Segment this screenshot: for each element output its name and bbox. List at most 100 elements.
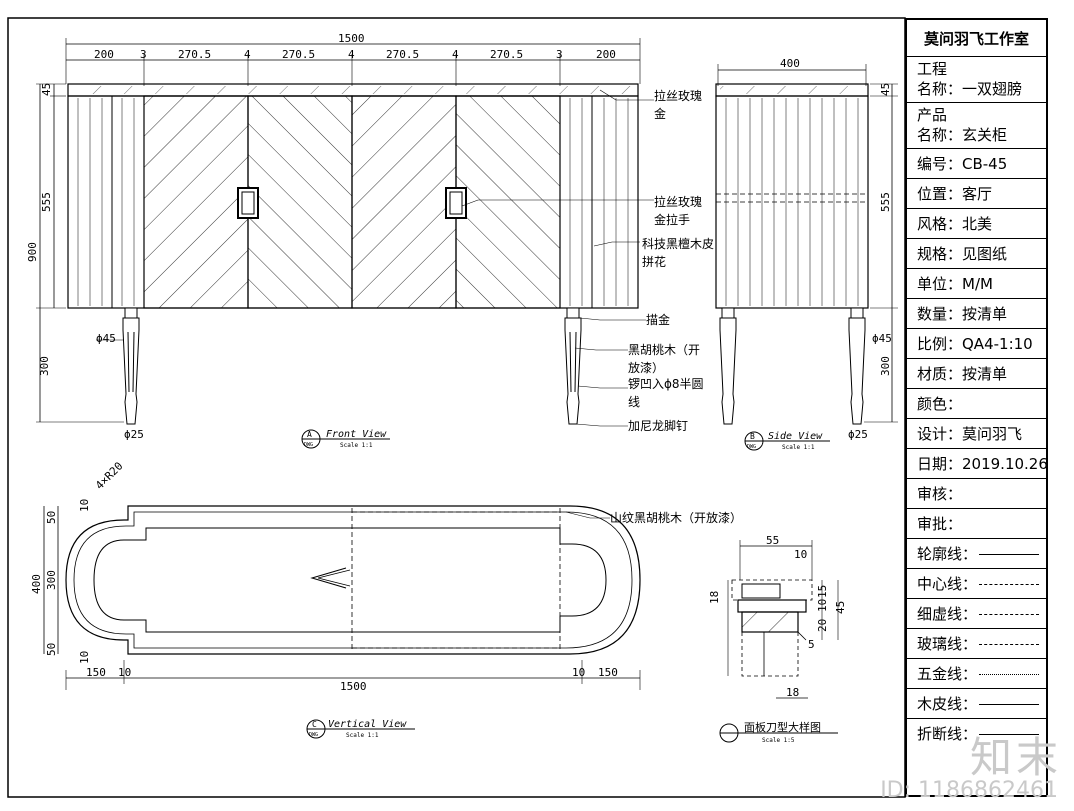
dim-plan-300: 300 [45,570,58,590]
dim-detail-18a: 18 [708,591,721,604]
note-plan-edge: 山纹黑胡桃木（开放漆） [610,510,742,525]
note-groove-2: 线 [628,395,640,409]
dim-front-200: 200 [94,48,114,61]
note-nail: 加尼龙脚钉 [628,418,688,433]
note-handle-2: 金拉手 [654,212,690,227]
watermark-id: ID: 1186862461 [880,778,1058,803]
dim-side-width: 400 [780,57,800,70]
tb-qty: 数量：按清单 [907,298,1046,328]
dim-front-200b: 200 [596,48,616,61]
dim-front-3b: 3 [556,48,563,61]
tb-legend-hardware-label: 五金线： [917,665,977,683]
tb-style: 风格：北美 [907,208,1046,238]
dim-detail-55: 55 [766,534,779,547]
tb-studio: 莫问羽飞工作室 [907,24,1046,54]
side-label-scale: Scale 1:1 [782,444,815,451]
side-label-letter: B [750,432,755,441]
front-label-letter: A [307,430,312,439]
tb-project-1: 工程 [917,59,1046,79]
tb-legend-hidden-label: 细虚线： [917,605,977,623]
dim-front-h555: 555 [40,192,53,212]
dim-plan-total: 1500 [340,680,367,693]
front-label-title: Front View [326,429,387,440]
side-label-sheet: DWG [747,444,756,450]
tb-legend-outline: 轮廓线： [907,538,1046,568]
tb-approve: 审批： [907,508,1046,538]
tb-legend-glass-label: 玻璃线： [917,635,977,653]
dim-front-b: 270.5 [282,48,315,61]
dim-plan-10b-v: 10 [78,651,91,664]
dim-side-h45: 45 [879,83,892,96]
tb-spec: 规格：见图纸 [907,238,1046,268]
tb-designer: 设计：莫问羽飞 [907,418,1046,448]
dim-front-3: 3 [140,48,147,61]
plan-label-title: Vertical View [328,719,407,730]
tb-legend-hardware: 五金线： [907,658,1046,688]
tb-legend-center-label: 中心线： [917,575,977,593]
tb-legend-veneer: 木皮线： [907,688,1046,718]
dim-plan-10b: 10 [572,666,585,679]
tb-code: 编号：CB-45 [907,148,1046,178]
tb-legend-veneer-label: 木皮线： [917,695,977,713]
dim-front-h45: 45 [40,83,53,96]
note-top-trim-1: 拉丝玫瑰 [654,88,702,103]
detail-label-title: 面板刀型大样图 [744,720,821,734]
tb-legend-break-label: 折断线： [917,725,977,743]
front-view: 1500 200 3 270.5 4 270.5 4 270.5 4 270.5… [26,32,714,449]
tb-legend-hidden: 细虚线： [907,598,1046,628]
legend-center-line [979,584,1039,585]
dim-front-h300: 300 [38,356,51,376]
dim-side-leg-dia: ϕ45 [872,332,892,345]
note-veneer-1: 科技黑檀木皮 [642,236,714,251]
dim-side-h300: 300 [879,356,892,376]
dim-front-foot-dia: ϕ25 [124,428,144,441]
dim-front-a: 270.5 [178,48,211,61]
detail-label-scale: Scale 1:5 [762,737,795,744]
note-leg-1: 黑胡桃木（开 [628,342,700,357]
tb-legend-glass: 玻璃线： [907,628,1046,658]
dim-front-4a: 4 [244,48,251,61]
front-label-scale: Scale 1:1 [340,442,373,449]
note-veneer-2: 拼花 [642,254,666,269]
dim-plan-50a: 50 [45,511,58,524]
dim-front-leg-dia: ϕ45 [96,332,116,345]
tb-product-2: 名称：玄关柜 [917,125,1046,145]
dim-plan-radius: 4×R20 [93,460,126,493]
legend-hidden-line [979,614,1039,615]
dim-plan-150b: 150 [598,666,618,679]
note-top-trim-2: 金 [654,106,666,121]
note-groove-1: 锣凹入ϕ8半圆 [628,377,704,391]
dim-detail-45: 45 [834,601,847,614]
plan-label-letter: C [312,720,317,729]
watermark-brand: 知末 [970,724,1062,785]
dim-plan-10a-v: 10 [78,499,91,512]
front-label-sheet: DWG [304,442,313,448]
dim-detail-5: 5 [808,638,815,651]
tb-date: 日期：2019.10.26 [907,448,1046,478]
plan-label-scale: Scale 1:1 [346,732,379,739]
note-handle-1: 拉丝玫瑰 [654,194,702,209]
tb-product-1: 产品 [917,105,1046,125]
tb-review: 审核： [907,478,1046,508]
dim-plan-50b: 50 [45,643,58,656]
side-label-title: Side View [768,431,823,442]
dim-plan-10a: 10 [118,666,131,679]
dim-front-4c: 4 [452,48,459,61]
dim-plan-150a: 150 [86,666,106,679]
dim-side-h555: 555 [879,192,892,212]
plan-label-sheet: DWG [309,732,318,738]
dim-detail-10: 10 [794,548,807,561]
legend-veneer-line [979,704,1039,705]
tb-location: 位置：客厅 [907,178,1046,208]
dim-plan-400: 400 [30,574,43,594]
title-block: 莫问羽飞工作室 工程 名称：一双翅膀 产品 名称：玄关柜 编号：CB-45 位置… [905,18,1048,797]
note-leg-2: 放漆） [628,360,664,375]
dim-front-4b: 4 [348,48,355,61]
tb-legend-center: 中心线： [907,568,1046,598]
tb-material: 材质：按清单 [907,358,1046,388]
legend-outline-line [979,554,1039,555]
note-cap: 描金 [646,312,670,327]
side-view: 400 45 555 300 ϕ45 ϕ25 [716,57,898,451]
dim-detail-10b: 10 [816,599,829,612]
dim-detail-20: 20 [816,619,829,632]
